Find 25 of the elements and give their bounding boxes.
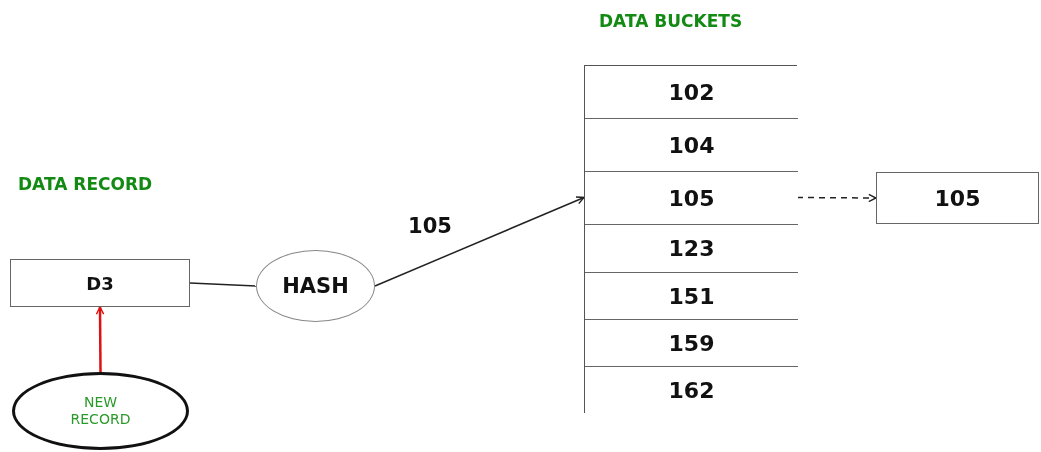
bucket-slot — [585, 320, 798, 367]
source-label: NEW RECORD — [69, 393, 132, 429]
bucket-slot — [585, 119, 798, 172]
bucket-slot — [585, 172, 798, 225]
bucket-key: 159 — [668, 330, 715, 356]
bucket-key: 151 — [668, 283, 715, 309]
arrow — [374, 196, 585, 287]
record-box — [876, 172, 1039, 224]
record-key: 105 — [934, 185, 981, 211]
bucket-slot — [585, 225, 798, 273]
record-box — [10, 259, 190, 307]
heading: DATA BUCKETS — [599, 11, 743, 31]
bucket-key: 123 — [668, 236, 715, 261]
bucket-key: 102 — [668, 79, 715, 105]
record-key: D3 — [86, 272, 114, 294]
arrow — [95, 306, 105, 372]
bucket-key: 162 — [668, 378, 715, 403]
bucket-slot — [585, 66, 798, 119]
bucket-key: 104 — [668, 132, 715, 158]
bucket-key: 105 — [668, 185, 715, 211]
connector-line — [189, 282, 257, 287]
arrow — [796, 193, 877, 203]
function-label: HASH — [282, 274, 349, 298]
heading: DATA RECORD — [18, 174, 153, 194]
bucket-slot — [585, 273, 798, 320]
